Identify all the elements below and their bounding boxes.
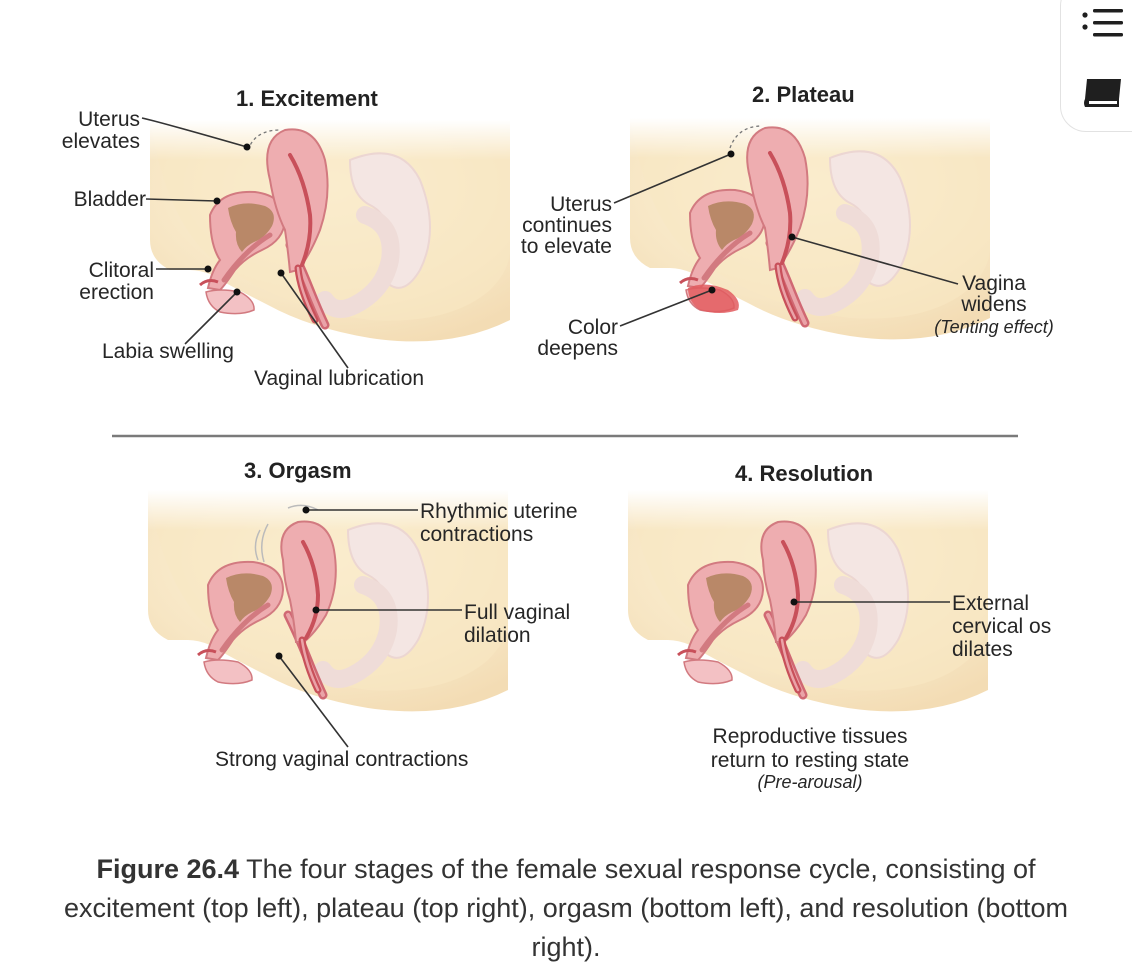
dot-uterus bbox=[243, 143, 251, 151]
dot-vagina bbox=[788, 233, 796, 241]
dot-clitoral bbox=[204, 265, 212, 273]
leader-lubrication bbox=[280, 272, 349, 369]
figure-caption: Figure 26.4 The four stages of the femal… bbox=[30, 850, 1102, 967]
label-vaginal-lubrication: Vaginal lubrication bbox=[254, 367, 424, 390]
dot-bladder bbox=[213, 197, 221, 205]
leader-strong bbox=[278, 655, 349, 748]
book-icon[interactable] bbox=[1081, 75, 1125, 111]
dot-uterus-continues bbox=[727, 150, 735, 158]
plateau-illustration bbox=[630, 118, 990, 339]
resolution-illustration bbox=[628, 490, 988, 711]
excitement-illustration bbox=[150, 120, 510, 341]
label-strong-contractions: Strong vaginal contractions bbox=[215, 748, 468, 771]
orgasm-illustration bbox=[148, 490, 508, 711]
dot-lubrication bbox=[277, 269, 285, 277]
dot-labia bbox=[233, 288, 241, 296]
dot-os bbox=[790, 598, 798, 606]
leader-bladder bbox=[145, 198, 218, 202]
panel-title-excitement: 1. Excitement bbox=[236, 86, 379, 111]
caption-text: The four stages of the female sexual res… bbox=[64, 854, 1068, 962]
dot-rhythmic bbox=[302, 506, 310, 514]
side-toolbar bbox=[1060, 0, 1132, 132]
leader-vagina bbox=[791, 236, 959, 285]
panel-title-plateau: 2. Plateau bbox=[752, 82, 855, 107]
leader-labia bbox=[184, 291, 238, 345]
label-tenting-effect: (Tenting effect) bbox=[934, 317, 1053, 337]
leader-uterus-continues bbox=[613, 153, 732, 204]
label-bladder: Bladder bbox=[74, 188, 146, 211]
dot-strong bbox=[275, 652, 283, 660]
list-icon[interactable] bbox=[1081, 5, 1125, 41]
label-pre-arousal: (Pre-arousal) bbox=[757, 772, 862, 792]
label-labia-swelling: Labia swelling bbox=[102, 340, 234, 363]
leader-color bbox=[619, 289, 713, 327]
dot-dilation bbox=[312, 606, 320, 614]
figure-label: Figure 26.4 bbox=[96, 854, 240, 884]
panel-title-orgasm: 3. Orgasm bbox=[244, 458, 352, 483]
panel-title-resolution: 4. Resolution bbox=[735, 461, 873, 486]
dot-color bbox=[708, 286, 716, 294]
leader-uterus bbox=[141, 117, 248, 148]
